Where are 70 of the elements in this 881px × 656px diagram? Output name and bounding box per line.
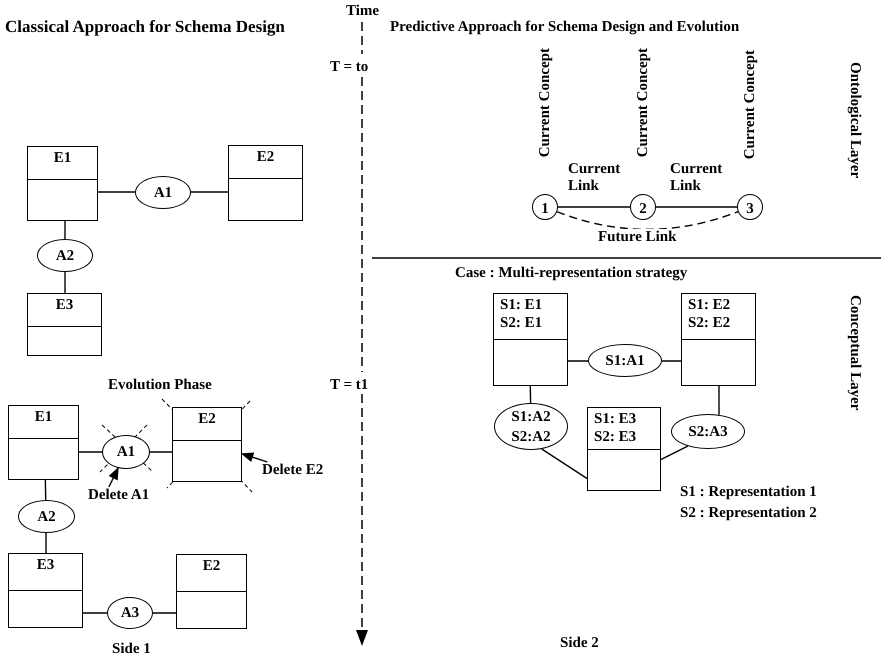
connector — [190, 191, 228, 193]
relationship-ellipse: A3 — [107, 597, 153, 629]
connector — [718, 386, 720, 415]
text-label: Side 1 — [112, 640, 151, 656]
concept-circle: 2 — [630, 194, 656, 220]
annotation-text: Delete E2 — [262, 462, 324, 479]
entity-box — [172, 407, 242, 482]
connector — [568, 360, 588, 362]
arrow — [108, 466, 119, 488]
connector — [98, 191, 136, 193]
relationship-ellipse: S1:A1 — [588, 344, 662, 377]
text-label: Time — [346, 2, 380, 20]
relationship-ellipse: A2 — [18, 500, 75, 533]
entity-name: E1 — [54, 150, 72, 166]
relationship-ellipse: A1 — [135, 176, 191, 209]
entity-box — [8, 553, 83, 628]
relationship-ellipse: S2:A3 — [671, 414, 745, 449]
connector — [64, 272, 66, 293]
annotation-text: Delete A1 — [88, 487, 150, 504]
concept-label: Current Concept — [537, 48, 554, 158]
concept-label: Current Concept — [742, 50, 759, 160]
entity-name: S1: E1 S2: E1 — [500, 297, 542, 331]
layer-label: Ontological Layer — [846, 62, 864, 178]
entity-name: E2 — [256, 149, 274, 165]
connector — [150, 451, 172, 453]
entity-box — [228, 145, 303, 221]
text-label: Side 2 — [560, 634, 599, 652]
connector — [660, 446, 688, 460]
text-label: S1 : Representation 1 — [680, 483, 817, 501]
connector — [64, 221, 66, 239]
relationship-ellipse: A2 — [37, 239, 93, 272]
text-label: S2 : Representation 2 — [680, 504, 817, 522]
connector — [79, 451, 102, 453]
connector — [656, 206, 737, 208]
connector — [45, 533, 47, 553]
entity-box — [27, 146, 98, 221]
relationship-ellipse: S1:A2 S2:A2 — [494, 403, 568, 450]
connector — [558, 206, 630, 208]
dashed-connector — [556, 211, 738, 230]
text-label: Predictive Approach for Schema Design and Evolution — [390, 18, 740, 36]
text-label: Evolution Phase — [108, 376, 212, 394]
entity-name: E1 — [34, 409, 52, 425]
concept-circle: 3 — [737, 194, 763, 220]
entity-box — [681, 293, 756, 386]
entity-box — [8, 405, 79, 480]
connector — [530, 386, 532, 404]
text-label: Classical Approach for Schema Design — [5, 18, 285, 36]
entity-box — [493, 293, 568, 386]
layer-label: Conceptual Layer — [846, 295, 864, 410]
entity-name: E3 — [36, 557, 54, 573]
connector — [83, 612, 107, 614]
connector — [44, 480, 46, 500]
text-label: T = t1 — [330, 376, 368, 394]
connector — [541, 448, 588, 480]
entity-name: E3 — [56, 297, 74, 313]
relationship-ellipse: A1 — [102, 435, 150, 469]
arrow — [240, 452, 268, 463]
entity-box — [27, 293, 102, 356]
concept-circle: 1 — [532, 194, 558, 220]
text-label: T = to — [330, 58, 368, 76]
entity-name: S1: E2 S2: E2 — [688, 297, 730, 331]
concept-label: Current Concept — [635, 48, 652, 158]
entity-name: E2 — [202, 558, 220, 574]
entity-box — [587, 407, 661, 491]
text-label: Case : Multi-representation strategy — [455, 264, 688, 282]
connector — [153, 612, 176, 614]
entity-name: E2 — [198, 411, 216, 427]
connector — [662, 360, 681, 362]
entity-name: S1: E3 S2: E3 — [594, 411, 636, 445]
entity-box — [176, 554, 247, 629]
